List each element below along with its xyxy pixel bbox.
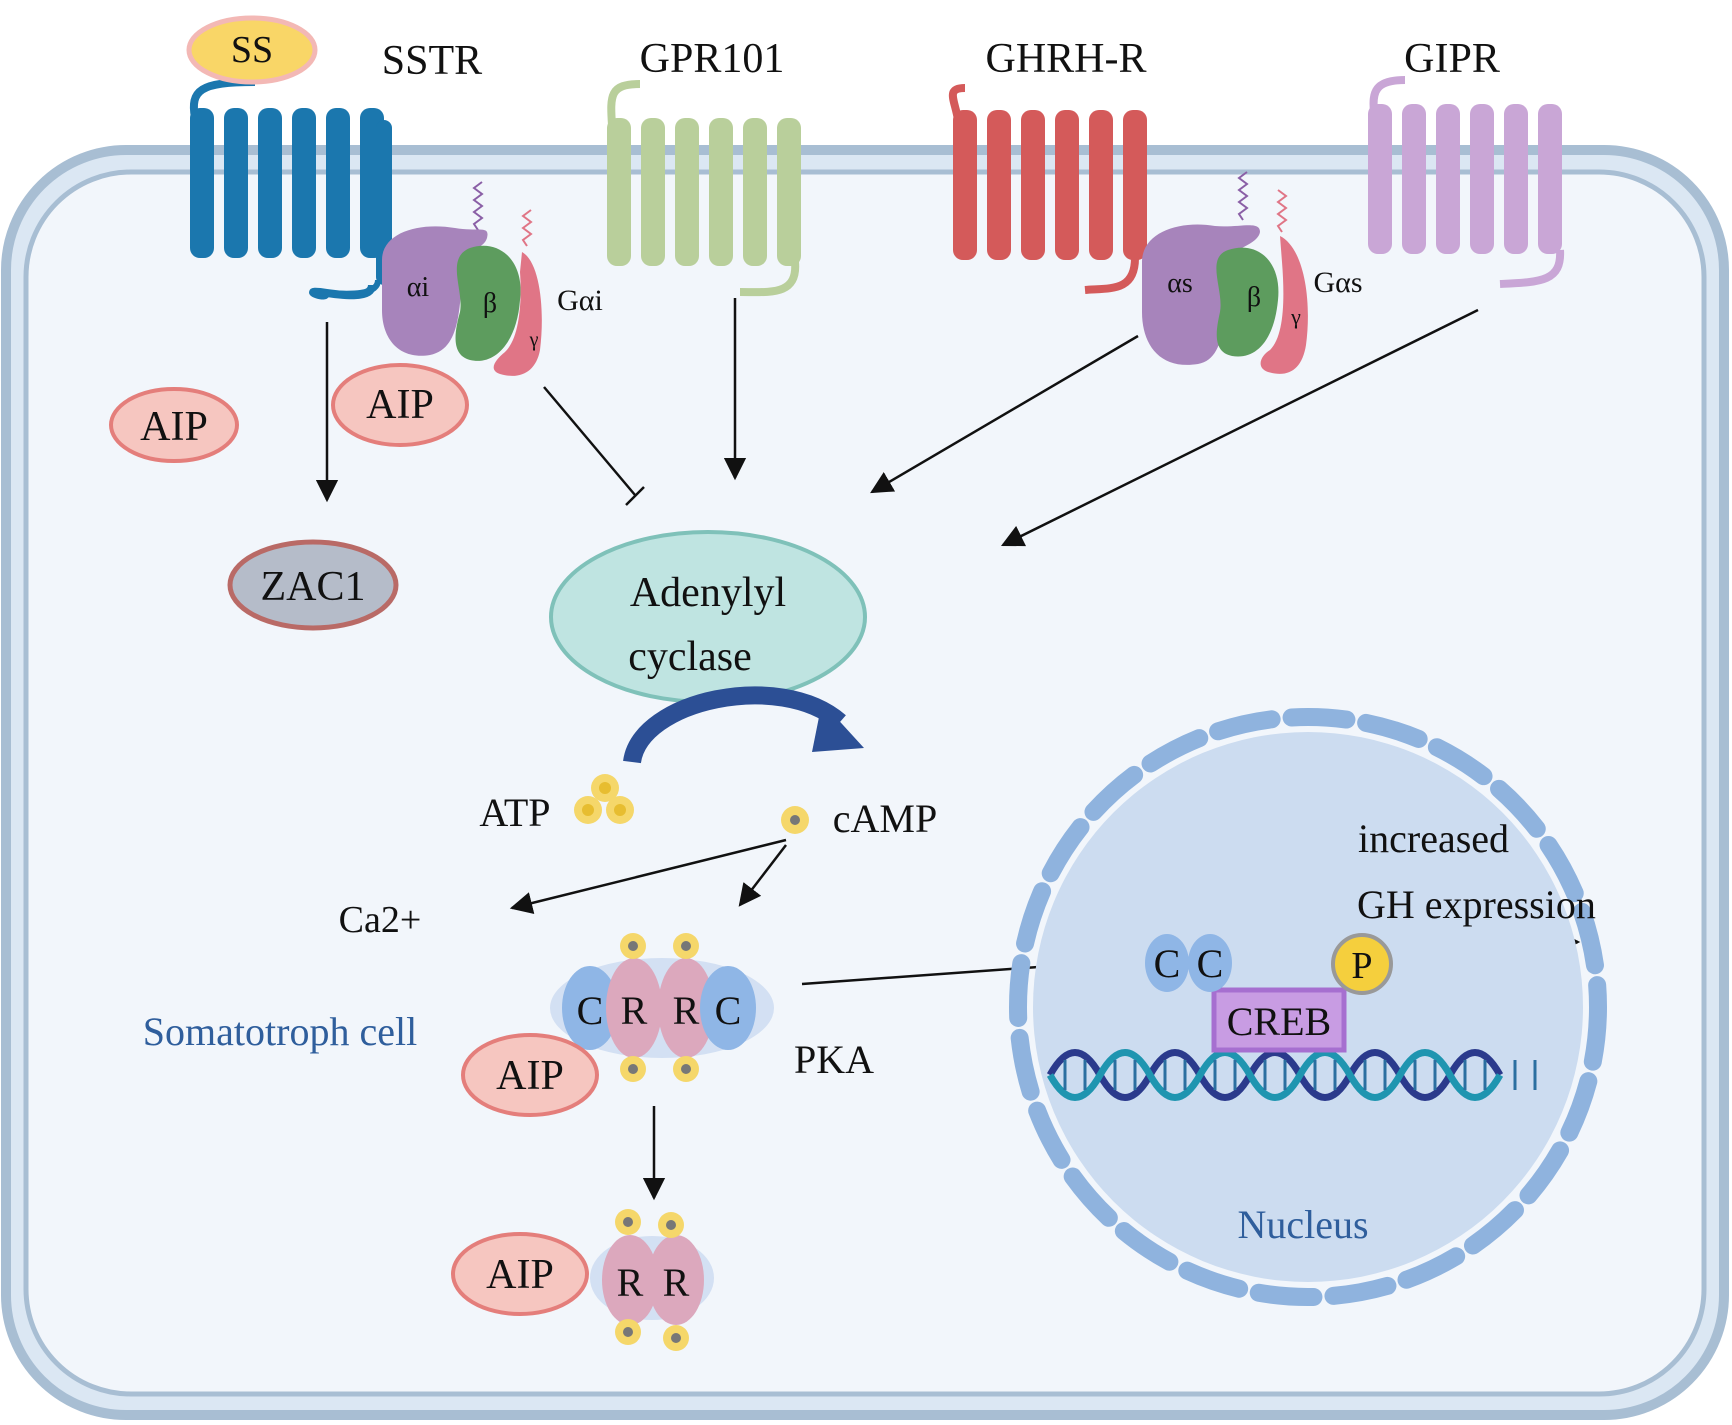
ghrhr-receptor	[948, 84, 1147, 294]
beta-subunit-1	[455, 245, 521, 361]
pka-r-label-1: R	[621, 988, 648, 1033]
aip-ellipse-2	[331, 363, 469, 447]
nuclear-c-label-2: C	[1197, 941, 1224, 986]
aip-label-3: AIP	[496, 1053, 564, 1099]
gh-expression-line2: GH expression	[1357, 882, 1596, 927]
adenylyl-label-2: cyclase	[628, 634, 752, 680]
gamma-label-1: γ	[529, 329, 539, 351]
pka-holoenzyme	[550, 933, 774, 1082]
alpha-i-label: αi	[407, 272, 430, 303]
camp-label: cAMP	[833, 796, 937, 841]
beta-label-1: β	[483, 288, 497, 319]
conversion-arrow	[623, 686, 864, 765]
atp-molecule	[574, 774, 634, 824]
zac1-label: ZAC1	[261, 564, 366, 610]
g-alpha-i-label: Gαi	[557, 284, 603, 317]
g-alpha-s-complex	[1142, 171, 1308, 374]
pka-c-label-2: C	[715, 988, 742, 1033]
regulatory-dimer	[590, 1209, 714, 1351]
ca2-label: Ca2+	[339, 899, 422, 941]
sstr-label: SSTR	[382, 38, 482, 84]
pka-r-label-2: R	[673, 988, 700, 1033]
gamma-label-2: γ	[1290, 304, 1301, 329]
aip-ellipse-3	[461, 1033, 599, 1117]
creb-box	[1211, 987, 1347, 1053]
aip-ellipse-4	[451, 1232, 589, 1316]
nuclear-c-subunit-1	[1145, 934, 1189, 992]
nuclear-c-label-1: C	[1154, 941, 1181, 986]
g-alpha-i-complex	[382, 181, 542, 376]
gipr-label: GIPR	[1404, 36, 1500, 82]
alpha-s-subunit	[1142, 224, 1260, 365]
beta-label-2: β	[1247, 282, 1261, 313]
aip-label-1: AIP	[140, 404, 208, 450]
atp-label: ATP	[479, 790, 550, 835]
adenylyl-label-1: Adenylyl	[630, 570, 786, 616]
phosphate-circle	[1331, 933, 1393, 995]
gamma-subunit-2	[1260, 236, 1308, 374]
nuclear-c-subunit-2	[1188, 934, 1232, 992]
aip-label-2: AIP	[366, 382, 434, 428]
gh-expression-line1: increased	[1358, 816, 1509, 861]
beta-subunit-2	[1216, 247, 1279, 357]
zac1-ellipse	[227, 539, 399, 631]
rr-label-2: R	[663, 1260, 690, 1305]
rr-label-1: R	[617, 1260, 644, 1305]
creb-label: CREB	[1227, 999, 1331, 1044]
gpr101-receptor	[607, 80, 801, 297]
gpr101-label: GPR101	[640, 36, 785, 82]
phosphate-label: P	[1351, 945, 1372, 987]
pka-c-label-1: C	[577, 988, 604, 1033]
somatotroph-cell-label: Somatotroph cell	[143, 1009, 417, 1054]
ss-label: SS	[231, 29, 273, 71]
alpha-s-label: αs	[1167, 268, 1193, 299]
ss-ligand	[186, 15, 318, 85]
nucleus-label: Nucleus	[1237, 1202, 1368, 1247]
pka-label: PKA	[794, 1037, 874, 1082]
gipr-receptor	[1368, 76, 1565, 288]
sstr-receptor	[189, 78, 392, 300]
gamma-subunit-1	[493, 252, 542, 376]
aip-ellipse-1	[109, 387, 239, 463]
ghrhr-label: GHRH-R	[985, 36, 1146, 82]
camp-molecule	[781, 806, 809, 834]
aip-label-4: AIP	[486, 1252, 554, 1298]
g-alpha-s-label: Gαs	[1313, 266, 1362, 299]
